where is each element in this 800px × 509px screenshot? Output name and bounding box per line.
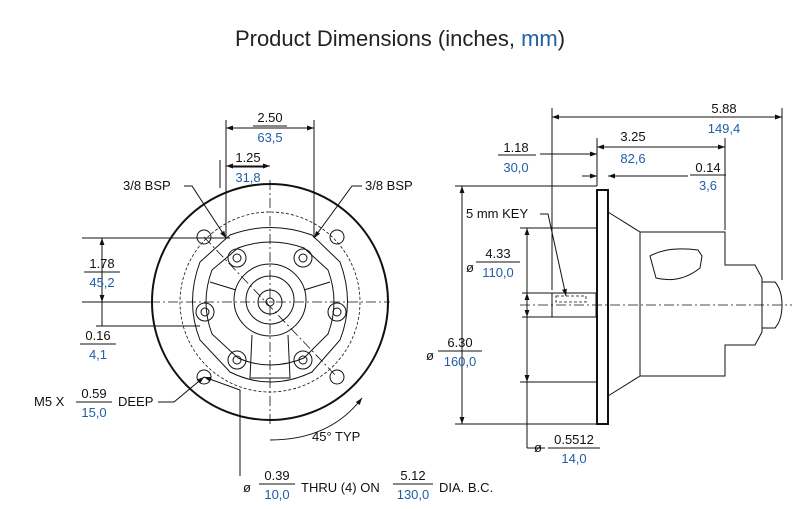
shaft-dia-mm: 14,0: [561, 451, 586, 466]
width-half-in: 1.25: [235, 150, 260, 165]
hole-suffix: DIA. B.C.: [439, 480, 493, 495]
dim-width-overall: 2.50 63,5: [225, 110, 315, 238]
body-inner: [205, 241, 335, 366]
height-upper-in: 1.78: [89, 256, 114, 271]
length-shaft-mm: 30,0: [503, 160, 528, 175]
dim-height-lower: 0.16 4,1: [80, 302, 200, 362]
thread-in: 0.59: [81, 386, 106, 401]
flange-thk-mm: 3,6: [699, 178, 717, 193]
hole-callout: ø 0.39 10,0 THRU (4) ON 5.12 130,0 DIA. …: [203, 376, 493, 502]
width-overall-mm: 63,5: [257, 130, 282, 145]
inner-bolts: [195, 248, 347, 370]
hole-dia-symbol: ø: [243, 480, 251, 495]
title-main: Product Dimensions (inches,: [234, 26, 522, 51]
pilot-dia-mm: 110,0: [482, 265, 514, 280]
hole-dia-in: 0.39: [264, 468, 289, 483]
length-overall-in: 5.88: [711, 101, 736, 116]
pilot-dia-in: 4.33: [485, 246, 510, 261]
key-label: 5 mm KEY: [466, 206, 528, 221]
flange-thk-in: 0.14: [695, 160, 720, 175]
length-body-in: 3.25: [620, 129, 645, 144]
hole-bc-mm: 130,0: [397, 487, 430, 502]
dim-flange-thk: 0.14 3,6: [582, 160, 726, 193]
dim-shaft-dia: ø 0.5512 14,0: [522, 292, 600, 466]
shaft-dia-in: 0.5512: [554, 432, 594, 447]
dim-length-body: 3.25 82,6: [596, 129, 726, 230]
thread-mm: 15,0: [81, 405, 106, 420]
front-view: 2.50 63,5 1.25 31,8 3/8 BSP 3/8 BSP 1.78…: [34, 110, 493, 502]
length-shaft-in: 1.18: [503, 140, 528, 155]
title-close: ): [557, 26, 566, 51]
dim-length-shaft: 1.18 30,0: [498, 140, 597, 175]
hub-outer: [233, 263, 307, 337]
port-label-right: 3/8 BSP: [365, 178, 413, 193]
side-body: [607, 211, 763, 397]
side-flange: [596, 189, 609, 425]
hole-mid-text: THRU (4) ON: [301, 480, 380, 495]
height-lower-mm: 4,1: [89, 347, 107, 362]
shaft-dia-symbol: ø: [534, 440, 542, 455]
pilot-dia-symbol: ø: [466, 260, 474, 275]
page-title: Product Dimensions (inches, mm): [0, 26, 800, 52]
mounting-holes: [196, 229, 345, 385]
key: [555, 295, 587, 303]
flange-dia-in: 6.30: [447, 335, 472, 350]
height-upper-mm: 45,2: [89, 275, 114, 290]
hole-dia-mm: 10,0: [264, 487, 289, 502]
dim-length-overall: 5.88 149,4: [551, 101, 783, 290]
width-overall-in: 2.50: [257, 110, 282, 125]
flange-dia-mm: 160,0: [444, 354, 477, 369]
body-outline: [192, 227, 348, 383]
hole-bc-in: 5.12: [400, 468, 425, 483]
key-callout: 5 mm KEY: [466, 206, 567, 297]
title-units: mm: [521, 26, 558, 51]
thread-callout: M5 X 0.59 15,0 DEEP: [34, 376, 205, 420]
length-body-mm: 82,6: [620, 151, 645, 166]
height-lower-in: 0.16: [85, 328, 110, 343]
side-view: 5.88 149,4 3.25 82,6 1.18 30,0 0.14: [426, 101, 792, 466]
angle-callout: 45° TYP: [269, 397, 363, 444]
thread-suffix: DEEP: [118, 394, 153, 409]
width-half-mm: 31,8: [235, 170, 260, 185]
length-overall-mm: 149,4: [708, 121, 741, 136]
dim-flange-dia: ø 6.30 160,0: [426, 185, 597, 425]
side-window: [649, 248, 703, 281]
flange-dia-symbol: ø: [426, 348, 434, 363]
angle-label: 45° TYP: [312, 429, 360, 444]
port-label-left: 3/8 BSP: [123, 178, 171, 193]
dim-height-upper: 1.78 45,2: [82, 237, 230, 303]
thread-prefix: M5 X: [34, 394, 65, 409]
dim-width-half: 1.25 31,8: [219, 150, 270, 188]
